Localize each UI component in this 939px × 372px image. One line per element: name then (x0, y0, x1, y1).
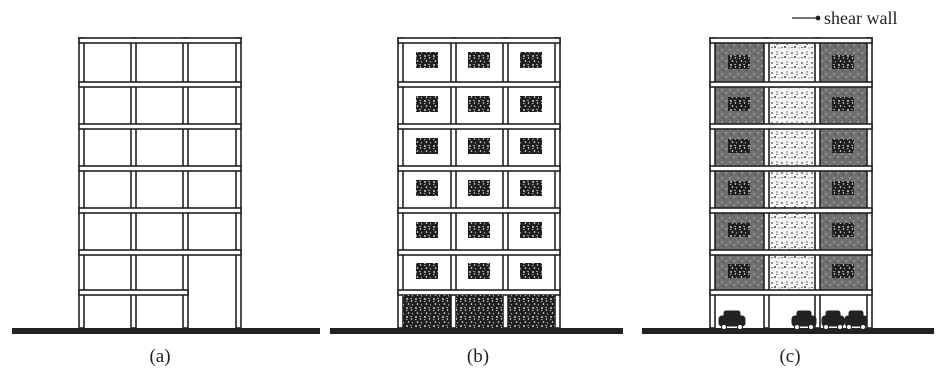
ground-b (330, 328, 623, 334)
car-icon (791, 310, 817, 330)
beams-a (78, 37, 242, 296)
caption-c: (c) (779, 346, 800, 367)
frame-c: shear wall (c) (642, 8, 934, 367)
window-blocks-c (728, 55, 854, 278)
caption-b: (b) (467, 346, 489, 367)
frame-a: (a) (12, 37, 320, 367)
shear-wall-callout: shear wall (792, 8, 897, 28)
beams-b (397, 37, 561, 296)
cars-c (718, 310, 868, 330)
ground-a (12, 328, 320, 334)
car-icon (718, 310, 746, 330)
window-blocks-b (416, 52, 542, 279)
ground-c (642, 328, 934, 334)
ground-floor-infill-b (403, 295, 555, 328)
car-icon (844, 310, 868, 330)
caption-a: (a) (149, 346, 170, 367)
car-icon (821, 310, 845, 330)
beams-c (709, 37, 873, 296)
callout-label: shear wall (824, 8, 897, 28)
callout-dot (815, 15, 821, 21)
frame-b: (b) (330, 37, 623, 367)
